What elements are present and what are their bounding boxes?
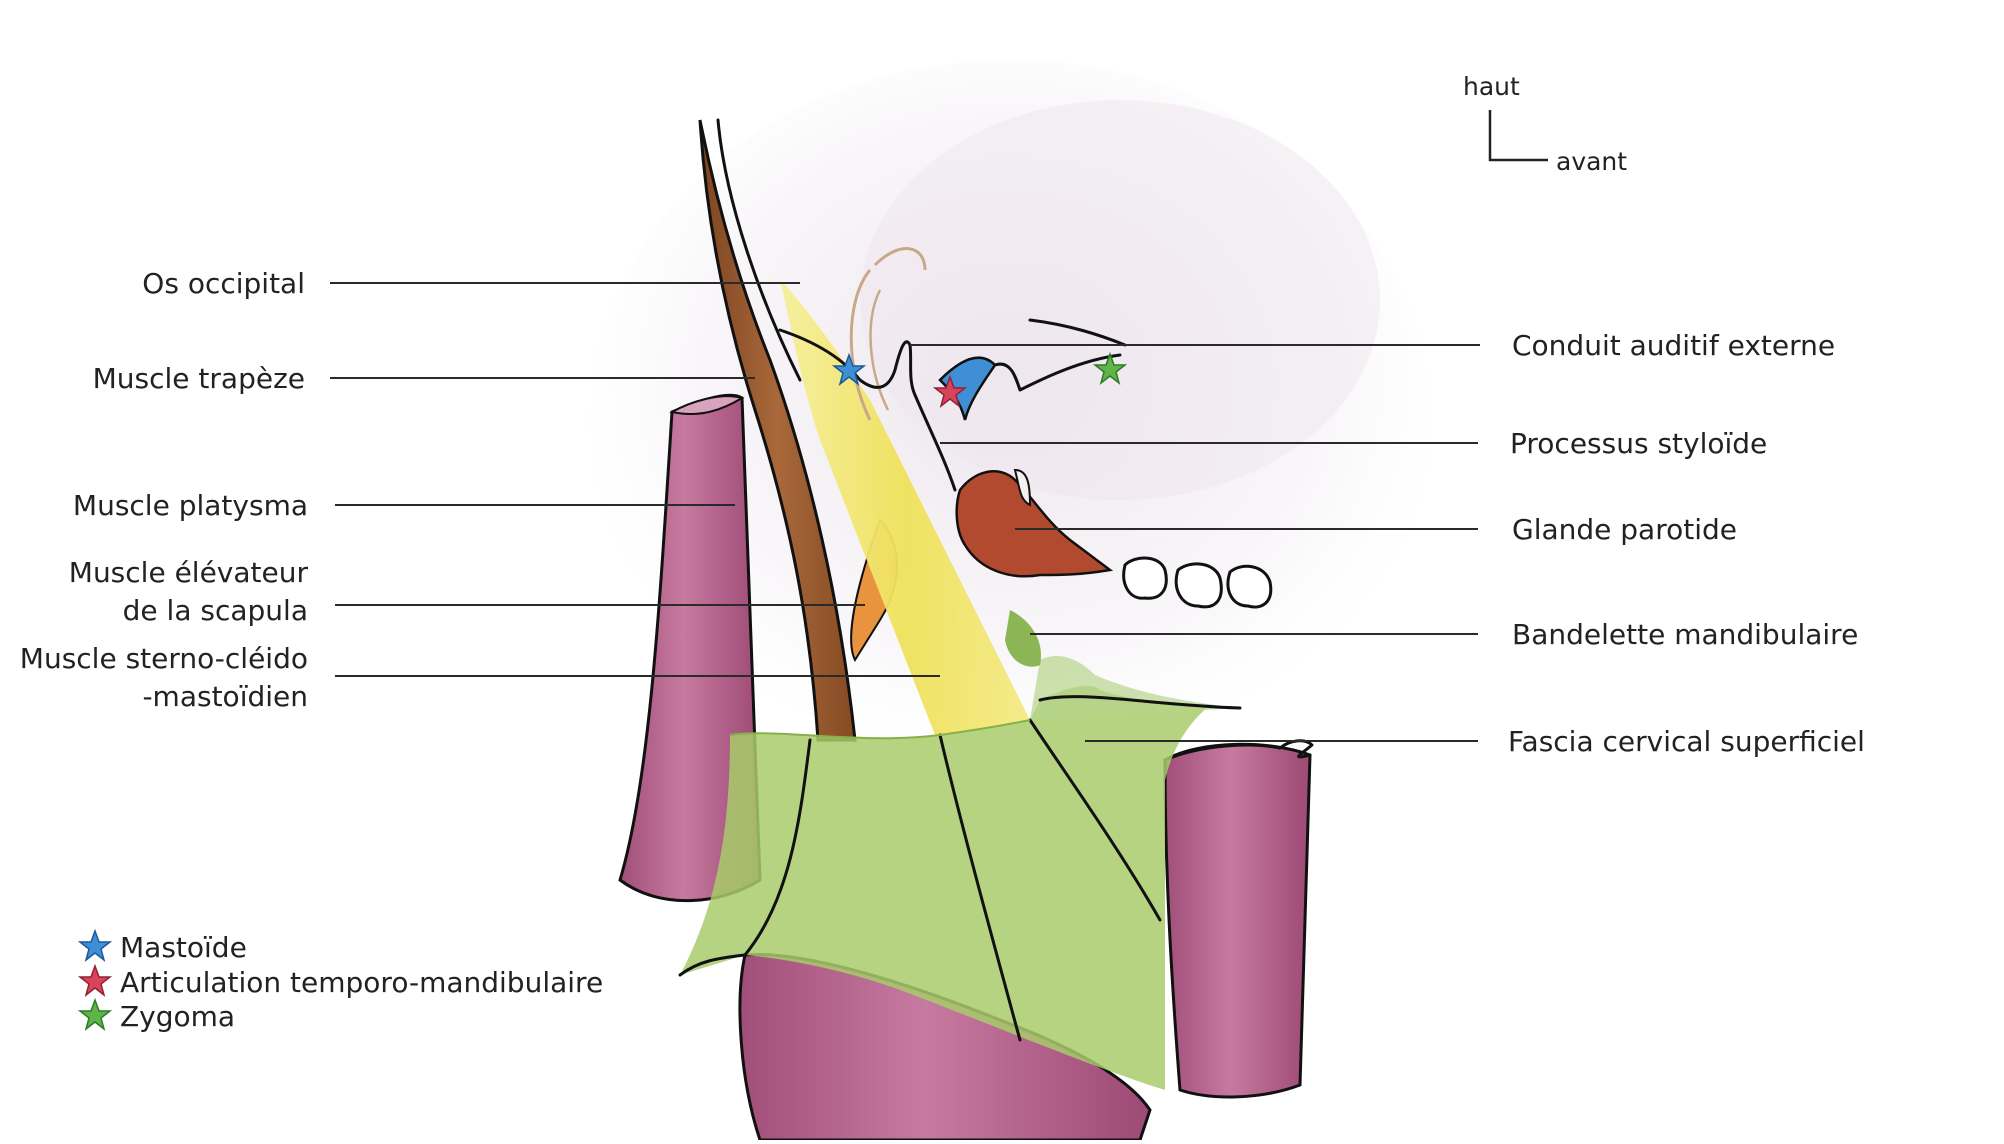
legend-mastoide: Mastoïde [120, 931, 247, 964]
mastoid-star-icon [831, 352, 867, 386]
legend-red-star-icon [77, 963, 113, 997]
fascia-bottom-left-edge [678, 953, 747, 977]
label-glande-parotide: Glande parotide [1512, 513, 1737, 546]
zygomatic-arch-outline [993, 353, 1122, 392]
zygoma-upper-line [1028, 318, 1127, 347]
face-haze [860, 100, 1380, 500]
pinna-outline-outer [849, 269, 872, 421]
label-conduit-auditif: Conduit auditif externe [1512, 329, 1835, 362]
label-muscle-elevateur-line1: Muscle élévateur [69, 556, 309, 589]
legend-atm: Articulation temporo-mandibulaire [120, 966, 603, 999]
label-muscle-scm-line1: Muscle sterno-cléido [20, 642, 308, 675]
legend-green-star-icon [77, 997, 113, 1031]
glande-parotide [955, 470, 1114, 578]
mastoid-outline [778, 328, 917, 397]
label-muscle-scm-line2: -mastoïdien [142, 680, 308, 713]
legend-blue-star-icon [77, 928, 113, 962]
label-processus-styloide: Processus styloïde [1510, 427, 1767, 460]
legend-zygoma: Zygoma [120, 1000, 235, 1033]
tooth-2 [1174, 562, 1223, 609]
platysma-top-edge [669, 395, 745, 416]
occipital-outline [716, 118, 802, 382]
bandelette-mandibulaire [1005, 610, 1041, 667]
label-bandelette: Bandelette mandibulaire [1512, 618, 1858, 651]
fascia-cervical-superficiel [680, 685, 1210, 1090]
orientation-front-label: avant [1556, 147, 1627, 176]
muscle-sterno-cleido-mastoidien [780, 280, 1030, 735]
orientation-axes [1488, 110, 1548, 162]
label-muscle-elevateur-line2: de la scapula [123, 594, 308, 627]
label-muscle-platysma: Muscle platysma [73, 489, 308, 522]
tmj-star-icon [932, 374, 968, 408]
fascia-seam-3 [1028, 718, 1162, 922]
zygoma-star-icon [1092, 351, 1128, 385]
legend: Mastoïde Articulation temporo-mandibulai… [77, 928, 603, 1033]
orientation-up-label: haut [1463, 72, 1520, 101]
tooth-1 [1122, 556, 1168, 600]
processus-styloide [913, 393, 957, 492]
fascia-seam-1 [743, 738, 812, 957]
right-pink-top-curl [1163, 739, 1314, 762]
label-fascia-cervical: Fascia cervical superficiel [1508, 725, 1865, 758]
pinna-outline-top [873, 247, 927, 271]
fascia-seam-2 [938, 733, 1022, 1042]
label-muscle-trapeze: Muscle trapèze [93, 362, 305, 395]
muscle-right-pink [1163, 742, 1312, 1099]
mandible-lower-edge [1038, 695, 1242, 710]
label-os-occipital: Os occipital [142, 267, 305, 300]
pinna-outline-inner [869, 289, 890, 411]
fascia-top-edge [729, 719, 1031, 740]
tooth-3 [1226, 564, 1273, 609]
styloid-tip [1013, 468, 1032, 507]
